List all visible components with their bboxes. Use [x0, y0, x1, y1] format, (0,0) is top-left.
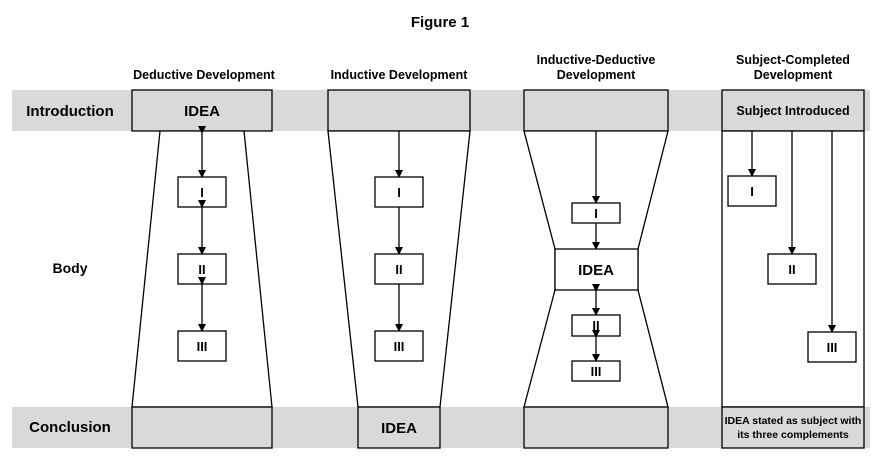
row-label-body: Body	[53, 260, 88, 276]
deductive-item-2: II	[198, 262, 205, 277]
inductive-conclusion-box	[357, 406, 441, 449]
inductive-item-box	[374, 176, 424, 208]
inductive-deductive-title-line2: Development	[557, 68, 636, 82]
inductive-intro-box	[327, 89, 471, 132]
subject-completed-conclusion-line1: IDEA stated as subject with	[725, 415, 862, 427]
inductive-item-1: I	[397, 185, 401, 200]
subject-completed-item-2: II	[788, 262, 795, 277]
subject-completed-title-line2: Development	[754, 68, 833, 82]
inductive-deductive-item-1: I	[594, 206, 598, 221]
deductive-column: Deductive Development IDEA I II III	[131, 68, 276, 449]
inductive-deductive-conclusion-box	[523, 406, 669, 449]
subject-completed-conclusion-box	[721, 406, 865, 449]
deductive-item-box	[177, 330, 227, 362]
deductive-item-3: III	[197, 339, 208, 354]
subject-completed-title-line1: Subject-Completed	[736, 53, 850, 67]
deductive-conclusion-box	[131, 406, 273, 449]
inductive-item-2: II	[395, 262, 402, 277]
inductive-deductive-title-line1: Inductive-Deductive	[537, 53, 656, 67]
row-label-introduction: Introduction	[26, 103, 113, 120]
subject-completed-item-box	[727, 175, 777, 207]
inductive-deductive-item-3: III	[591, 364, 602, 379]
inductive-conclusion-label: IDEA	[381, 420, 417, 437]
inductive-item-3: III	[394, 339, 405, 354]
subject-completed-intro-box	[721, 89, 865, 132]
deductive-item-1: I	[200, 185, 204, 200]
subject-completed-conclusion-line2: its three complements	[737, 429, 849, 441]
subject-completed-item-box	[807, 331, 857, 363]
subject-completed-item-3: III	[827, 340, 838, 355]
inductive-deductive-item-2: II	[592, 318, 599, 333]
row-label-conclusion: Conclusion	[29, 419, 111, 436]
subject-completed-column: Subject-Completed Development Subject In…	[721, 53, 865, 449]
inductive-deductive-item-box	[571, 360, 621, 382]
subject-completed-intro-label: Subject Introduced	[736, 104, 849, 118]
subject-completed-item-1: I	[750, 184, 754, 199]
deductive-intro-label: IDEA	[184, 103, 220, 120]
inductive-column: Inductive Development IDEA I II III	[327, 68, 471, 449]
inductive-deductive-idea-box	[554, 248, 639, 291]
figure-title: Figure 1	[411, 14, 469, 31]
inductive-deductive-column: Inductive-Deductive Development I IDEA I…	[523, 53, 669, 449]
inductive-title: Inductive Development	[331, 68, 469, 82]
subject-completed-item-box	[767, 253, 817, 285]
inductive-deductive-intro-box	[523, 89, 669, 132]
inductive-deductive-idea-label: IDEA	[578, 262, 614, 279]
deductive-title: Deductive Development	[133, 68, 276, 82]
inductive-item-box	[374, 330, 424, 362]
